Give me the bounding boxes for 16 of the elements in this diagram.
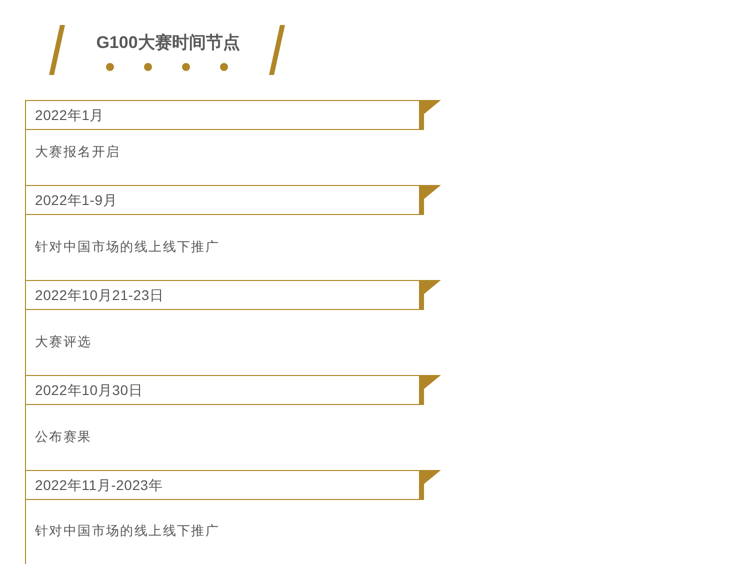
date-text: 2022年10月30日: [35, 381, 143, 399]
date-text: 2022年10月21-23日: [35, 286, 164, 304]
date-banner: [25, 375, 420, 405]
event-description: 针对中国市场的线上线下推广: [35, 238, 220, 256]
date-text: 2022年1-9月: [35, 191, 118, 209]
event-description: 针对中国市场的线上线下推广: [35, 522, 220, 540]
date-banner: [25, 100, 420, 130]
event-description: 大赛评选: [35, 333, 92, 351]
date-text: 2022年11月-2023年: [35, 476, 163, 494]
date-text: 2022年1月: [35, 106, 104, 124]
date-banner: [25, 185, 420, 215]
date-banner: [25, 470, 420, 500]
event-description: 大赛报名开启: [35, 143, 120, 161]
title-text: G100大赛时间节点: [95, 32, 241, 54]
date-banner: [25, 280, 420, 310]
event-description: 公布赛果: [35, 428, 92, 446]
